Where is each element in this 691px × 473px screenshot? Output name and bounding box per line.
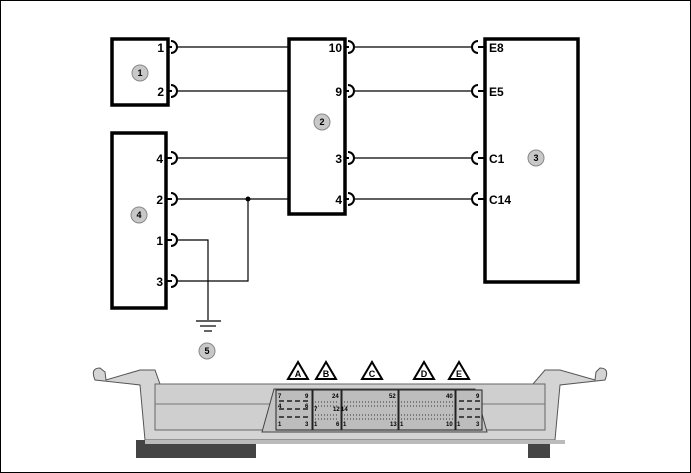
ground-label: 5 [204,346,209,356]
connector-B-marker: B [314,360,338,380]
pin-number: 9 [305,394,309,400]
pin-number: 6 [336,422,340,428]
connector-arc-icon [170,84,178,98]
pin-number: 9 [476,394,480,400]
component-label: 4 [136,210,141,220]
pin-number: 7 [278,394,282,400]
connector-arc-icon [471,192,479,206]
connector-arc-icon [170,151,178,165]
wire-c4p1-ground [178,239,209,320]
svg-text:C: C [369,369,376,379]
connector-E-marker: E [447,360,471,380]
svg-text:A: A [295,369,302,379]
connector-D-marker: D [412,360,436,380]
pin-label: 2 [157,85,164,99]
connector-arc-icon [347,40,355,54]
cooling-fins [136,440,550,458]
pin-number: 1 [278,422,282,428]
pin-label: 10 [329,41,343,55]
pin-number: 3 [305,422,309,428]
connector-arc-icon [347,84,355,98]
svg-text:E: E [456,369,462,379]
connector-arc-icon [347,192,355,206]
pin-number: 7 [314,407,318,413]
ground-icon [196,320,221,332]
wire-c4p3-junction [178,199,249,282]
connector-arc-icon [170,233,178,247]
junction-dot [245,196,251,202]
connector-arc-icon [170,274,178,288]
pin-label: E5 [489,85,504,99]
pin-label: C14 [489,193,511,207]
pin-number: 13 [390,422,397,428]
pin-label: 9 [335,85,342,99]
connector-blocks: 7 9 4 6 1 3 24 7 12 1 6 52 14 1 13 40 1 … [275,389,483,431]
component-2: 10 9 3 4 2 [287,37,355,216]
pin-number: 1 [343,422,347,428]
pin-label: 1 [156,234,163,248]
pin-number: 14 [341,407,348,413]
svg-text:B: B [323,369,330,379]
pin-label: 3 [156,275,163,289]
connector-arc-icon [347,151,355,165]
component-3: E8 E5 C1 C14 3 [471,37,580,284]
pin-label: 1 [157,41,164,55]
pin-number: 1 [457,422,461,428]
wires [178,46,472,320]
pin-number: 6 [305,404,309,410]
pin-number: 4 [278,404,282,410]
pin-label: 3 [335,152,342,166]
pin-number: 52 [389,394,396,400]
pin-label: 2 [156,193,163,207]
pin-label: 4 [335,193,342,207]
connector-arc-icon [471,84,479,98]
pin-number: 1 [314,422,318,428]
connector-arc-icon [471,151,479,165]
pin-number: 40 [446,394,453,400]
pin-label: 4 [156,152,163,166]
component-1: 1 2 1 [110,37,178,107]
pin-number: 1 [400,422,404,428]
svg-text:D: D [421,369,428,379]
connector-arc-icon [471,40,479,54]
connector-C-marker: C [360,360,384,380]
component-label: 3 [533,153,538,163]
connector-arc-icon [170,192,178,206]
pin-label: C1 [489,152,505,166]
connector-arc-icon [170,40,178,54]
pin-number: 10 [446,422,453,428]
pin-label: E8 [489,41,504,55]
pin-number: 24 [332,394,339,400]
component-label: 1 [137,68,142,78]
component-4: 4 2 1 3 4 [110,131,178,310]
ground-label-bubble [198,342,216,360]
connector-A-marker: A [286,360,310,380]
connector-labels: A B C D E [286,360,471,380]
pin-number: 12 [333,407,340,413]
pin-number: 3 [476,422,480,428]
component-label: 2 [319,117,324,127]
